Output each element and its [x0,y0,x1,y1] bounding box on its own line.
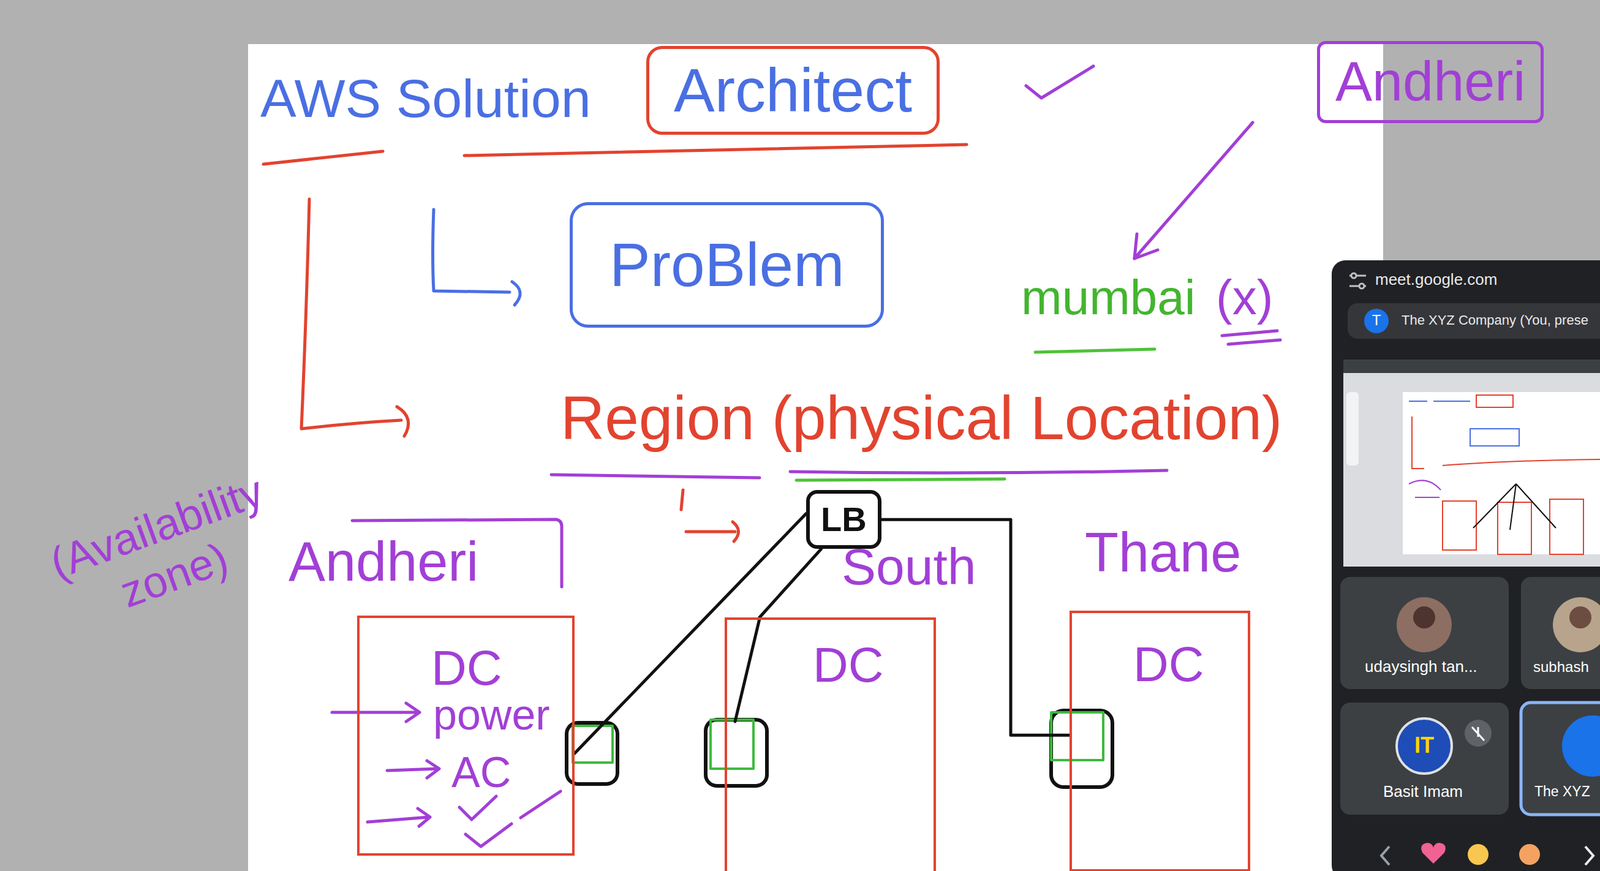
title-underline [263,151,383,165]
underline [1035,349,1155,353]
dc-text: DC [431,640,503,697]
role-text: Architect [673,55,913,126]
presenter-text: The XYZ Company (You, prese [1401,312,1589,328]
pointer-arrow [1134,122,1253,259]
participant-name: Basit Imam [1383,782,1463,802]
mic-off-icon [1471,727,1485,741]
nav-chevron [1585,846,1594,865]
participant-tile [1520,577,1600,690]
underline [790,470,1167,473]
wire [735,618,760,722]
thumbnail-stroke [1470,428,1520,446]
avatar-photo [1396,597,1452,653]
datacenter-box: SouthDC [724,617,936,871]
connector-line [759,548,822,618]
participant-name: udaysingh tan... [1364,657,1478,677]
zone-name: South [841,537,977,597]
zone-name: Andheri [288,530,479,595]
list-arrow [387,760,440,778]
participant-name: The XYZ [1534,783,1591,800]
arrow-head [512,281,521,306]
datacenter-box: AndheriDCpowerAC [357,615,575,856]
dc-text: DC [1133,636,1205,693]
feature-text: power [433,690,551,740]
problem-text: ProBlem [609,229,845,301]
server-icon-inner [710,719,754,769]
nav-chevron [1381,846,1390,865]
settings-icon [1359,283,1365,289]
screen-thumbnail [1343,359,1600,567]
reaction-heart [1421,842,1446,864]
bracket-arrow [301,199,402,429]
avatar-circle [1562,715,1600,777]
thumbnail-stroke [1497,502,1532,555]
thumbnail-stroke [1473,483,1556,530]
thumbnail-toolbar [1343,359,1600,374]
small-arrow [681,490,736,532]
reaction-party [1519,844,1540,865]
thumbnail-sidebar [1346,392,1359,466]
feature-text: AC [451,747,511,798]
list-arrow [332,703,420,722]
thumbnail-stroke [1408,480,1441,498]
avatar-logo [1396,718,1452,774]
city-label: mumbai [1021,269,1196,326]
list-arrow [367,808,431,827]
zone-name: Andheri [1335,50,1526,114]
server-icon-inner [572,725,613,763]
arrow-head [1134,233,1158,259]
zone-box: Andheri [1316,41,1544,124]
role-box: Architect [646,45,940,135]
server-icon [705,719,767,786]
underline [1222,330,1281,345]
thumbnail-stroke [1411,416,1425,469]
mic-off-icon [1464,719,1492,747]
lb-text: LB [820,499,867,540]
thumbnail-stroke [1442,501,1477,551]
mark-label: (x) [1215,269,1273,326]
participant-tile [1340,577,1509,690]
logo-text: IT [1405,732,1443,758]
url-text: meet.google.com [1375,270,1498,290]
region-label: Region (physical Location) [560,382,1283,454]
bracket-arrow [433,209,511,293]
participant-name: subhash [1533,658,1589,676]
arrow-head [732,521,739,542]
participant-tile [1340,702,1509,815]
check-mark [520,791,561,818]
thumbnail-canvas [1402,392,1600,555]
title-underline [464,144,967,156]
check-mark [465,823,512,847]
thumbnail-stroke [1442,459,1600,466]
avatar-initial: T [1370,311,1383,329]
panel-background [1331,260,1600,871]
datacenter-box: ThaneDC [1069,610,1251,871]
check-mark [459,796,497,820]
problem-box: ProBlem [569,202,884,328]
thumbnail-stroke [1476,395,1514,408]
zone-name: Thane [1084,521,1242,585]
meet-panel [1331,260,1600,871]
settings-icon [1351,273,1357,279]
avatar-photo [1569,606,1592,629]
check-mark [1026,66,1094,99]
reaction-thumb [1467,844,1489,865]
connector-line [574,513,807,754]
underline [551,474,760,478]
avatar-photo [1413,606,1436,629]
dc-text: DC [812,637,884,694]
arrow-head [396,406,409,437]
heading-text: AWS Solution [260,67,592,130]
avatar-photo [1552,597,1600,653]
thumbnail-stroke [1408,400,1471,402]
avatar-circle [1364,308,1389,334]
server-icon [1051,710,1113,788]
whiteboard-canvas [248,44,1384,871]
underline [796,479,1005,481]
presenter-bar [1347,303,1600,339]
